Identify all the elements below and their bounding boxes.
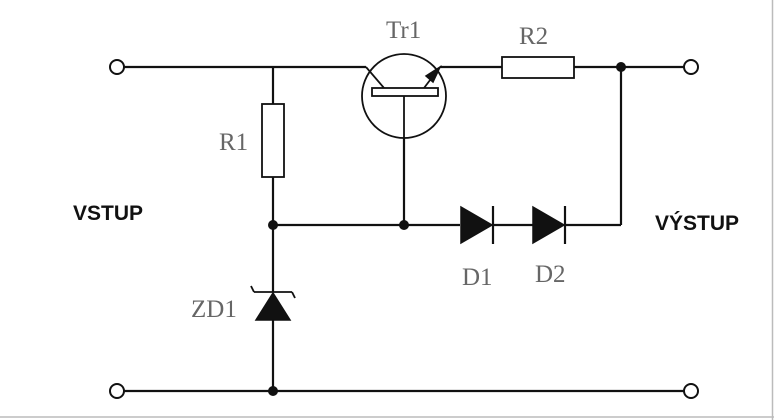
label-d1: D1 bbox=[462, 264, 493, 291]
label-tr1: Tr1 bbox=[386, 17, 421, 44]
junction-dot-r1-zd1 bbox=[268, 220, 278, 230]
junction-dot-output bbox=[616, 62, 626, 72]
input-terminal-top bbox=[109, 59, 125, 75]
transistor-tr1 bbox=[361, 53, 447, 225]
label-output: VÝSTUP bbox=[655, 211, 739, 235]
label-zd1: ZD1 bbox=[191, 296, 237, 323]
resistor-r2 bbox=[501, 56, 575, 79]
label-r1: R1 bbox=[219, 129, 248, 156]
junction-dot-tr1-base bbox=[399, 220, 409, 230]
input-terminal-bottom bbox=[109, 383, 125, 399]
diode-d2 bbox=[532, 205, 621, 245]
zener-zd1 bbox=[250, 225, 296, 391]
output-terminal-bottom bbox=[683, 383, 699, 399]
output-terminal-top bbox=[683, 59, 699, 75]
junction-dot-ground bbox=[268, 386, 278, 396]
label-d2: D2 bbox=[535, 261, 566, 288]
label-r2: R2 bbox=[519, 23, 548, 50]
resistor-r1 bbox=[261, 67, 285, 225]
diode-d1 bbox=[460, 205, 533, 245]
label-input: VSTUP bbox=[73, 202, 143, 225]
